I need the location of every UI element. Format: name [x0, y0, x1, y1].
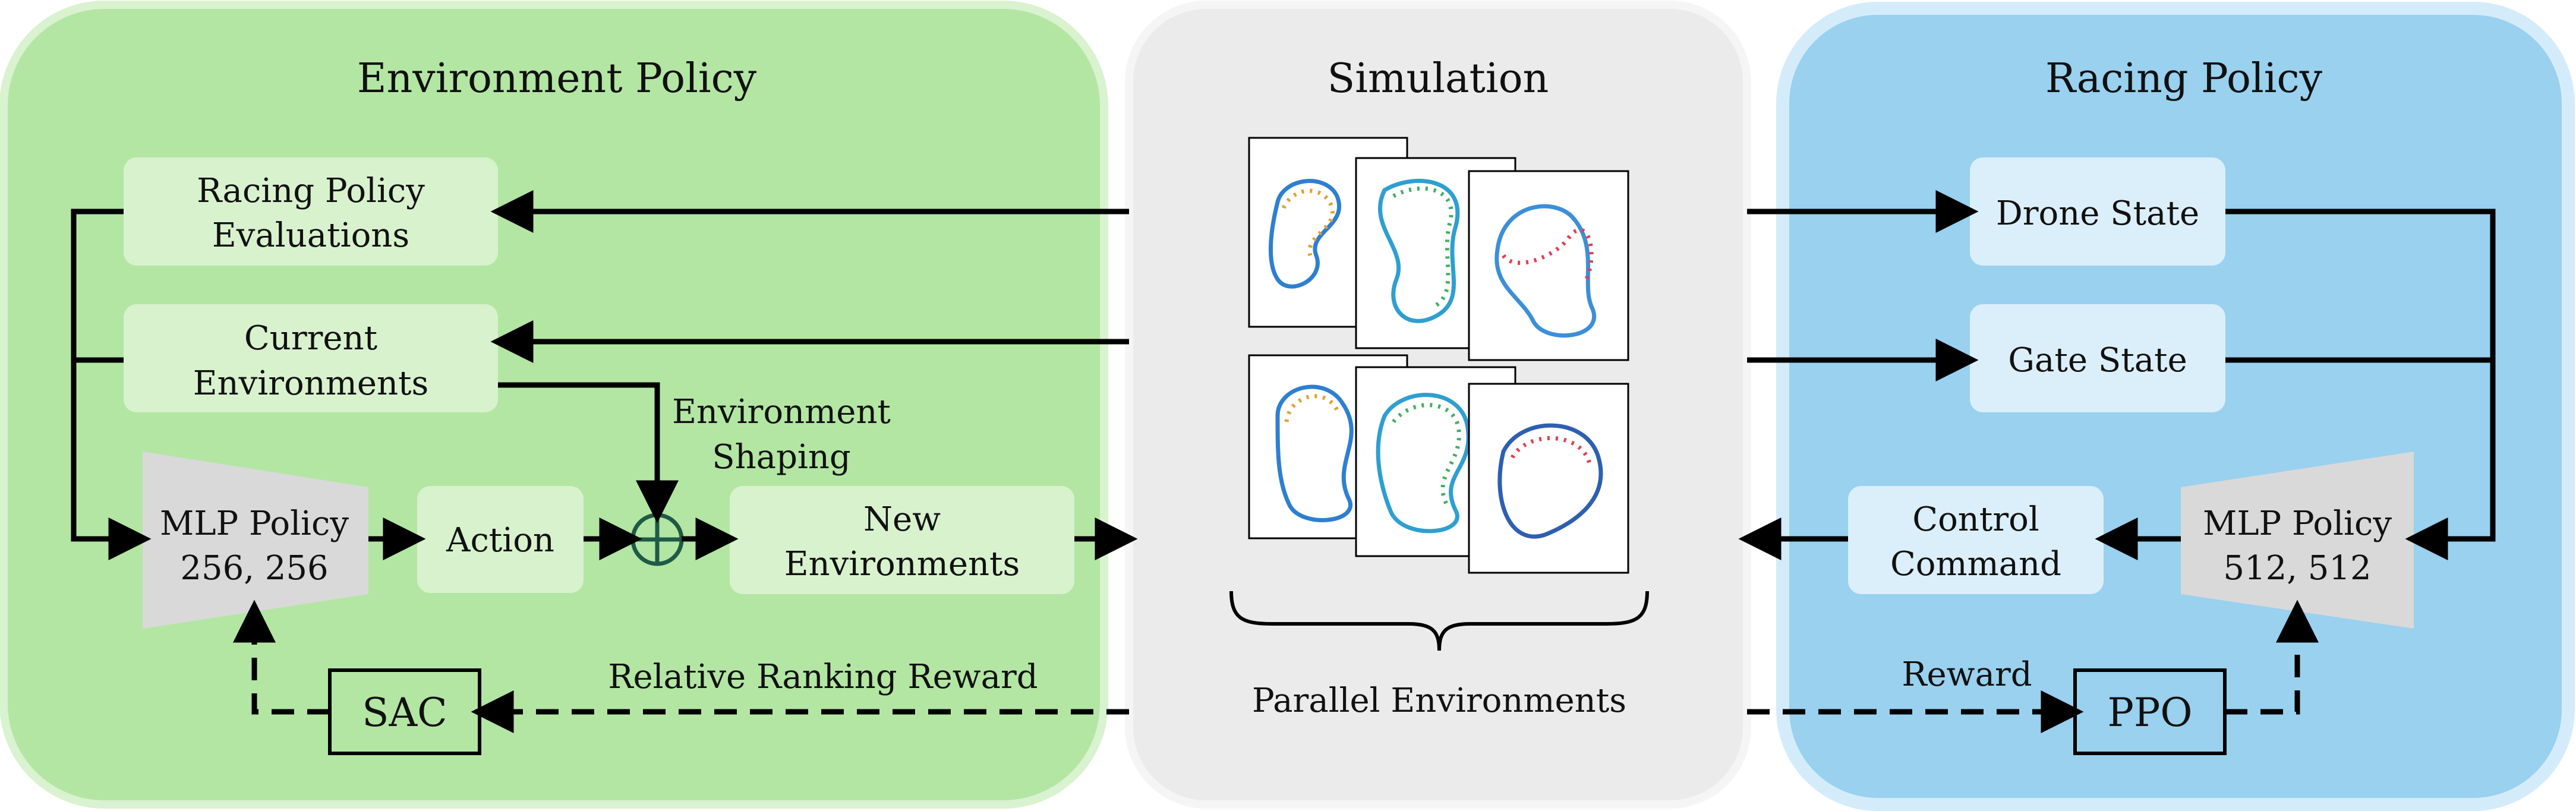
- action-box: [417, 486, 584, 593]
- parallel-environments-brace: [1229, 591, 1649, 651]
- new-environments-box: [730, 486, 1074, 594]
- racing-policy-evaluations-box: [124, 157, 498, 266]
- racing-policy-reward-arrows: [1747, 599, 2319, 733]
- drone-state-to-mlp-connector: [2225, 209, 2496, 560]
- drone-state-label: Drone State: [1996, 194, 2199, 233]
- env-mlp-policy-shape: [143, 452, 368, 629]
- new-environments-line2: Environments: [784, 545, 1020, 583]
- sac-to-mlp-arrow: [233, 599, 330, 715]
- sac-label: SAC: [362, 690, 447, 736]
- env-mlp-policy-line1: MLP Policy: [160, 504, 349, 543]
- environment-thumbnail: [1468, 383, 1629, 574]
- new-environments-line1: New: [863, 500, 941, 539]
- ppo-label: PPO: [2108, 690, 2193, 736]
- parallel-environments-caption: Parallel Environments: [1252, 681, 1626, 720]
- drone-state-box: [1970, 157, 2225, 266]
- current-environments-line2: Environments: [193, 364, 429, 403]
- racing-policy-title: Racing Policy: [2045, 55, 2323, 102]
- simulation-title: Simulation: [1328, 55, 1549, 102]
- environment-policy-title: Environment Policy: [357, 55, 757, 102]
- gate-state-box: [1970, 304, 2225, 412]
- action-label: Action: [446, 521, 554, 560]
- control-command-line2: Command: [1890, 545, 2061, 583]
- current-environments-line1: Current: [244, 319, 378, 358]
- race-mlp-policy-line1: MLP Policy: [2203, 504, 2392, 543]
- environment-shaping-line1: Environment: [672, 393, 891, 431]
- current-environments-box: [124, 304, 498, 412]
- environment-thumbnail: [1468, 170, 1629, 361]
- evaluations-to-mlp-connector: [71, 209, 152, 560]
- racing-policy-evaluations-line1: Racing Policy: [197, 172, 425, 210]
- racing-policy-evaluations-line2: Evaluations: [212, 216, 409, 255]
- ppo-to-mlp-arrow: [2225, 599, 2319, 715]
- gate-state-label: Gate State: [2008, 341, 2187, 380]
- control-command-box: [1848, 486, 2104, 594]
- environment-policy-reward-arrows: [233, 599, 1129, 733]
- current-to-combine-arrow: [498, 382, 679, 523]
- environment-policy-arrows: [71, 190, 1138, 560]
- race-mlp-policy-shape: [2181, 452, 2414, 629]
- environment-shaping-line2: Shaping: [712, 438, 851, 476]
- parallel-environments-thumbnails: [1248, 137, 1629, 574]
- reward-label: Reward: [1902, 655, 2032, 694]
- race-mlp-policy-line2: 512, 512: [2223, 549, 2371, 588]
- relative-ranking-reward-label: Relative Ranking Reward: [608, 658, 1038, 696]
- env-mlp-policy-line2: 256, 256: [180, 549, 328, 588]
- racing-policy-arrows: [1738, 190, 2496, 560]
- control-command-line1: Control: [1912, 500, 2039, 539]
